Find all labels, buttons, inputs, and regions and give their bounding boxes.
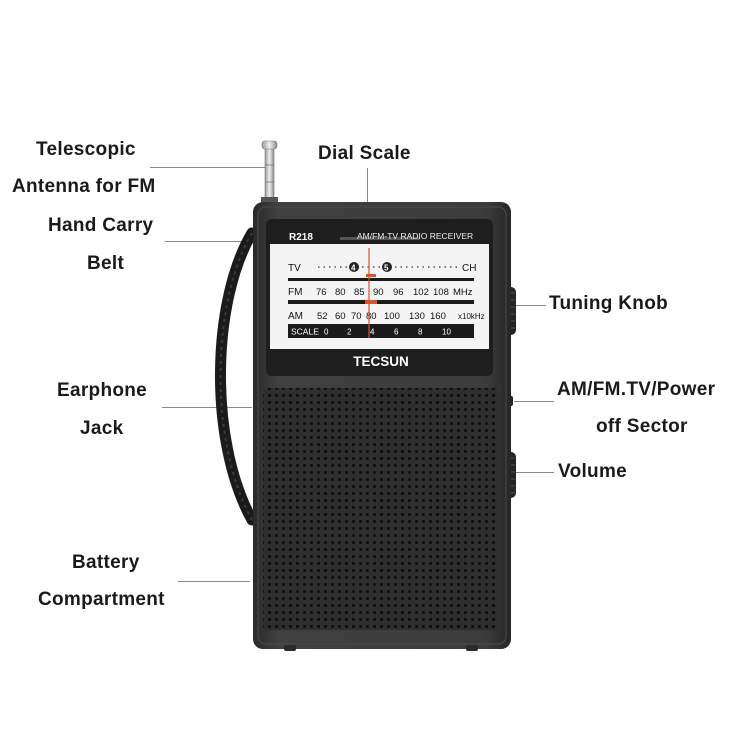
am-unit: x10kHz: [458, 312, 485, 321]
hand-carry-strap: [215, 227, 258, 526]
telescopic-antenna-leader: [150, 167, 265, 168]
am-tick-label: 60: [335, 311, 346, 322]
tv-band-label: TV: [288, 263, 301, 274]
am-tick-label: 130: [409, 311, 425, 322]
telescopic-antenna: [261, 140, 278, 205]
earphone-jack-leader: [162, 407, 252, 408]
telescopic-antenna-label-line1: Telescopic: [36, 139, 136, 160]
fm-tick-label: 76: [316, 287, 327, 298]
earphone-jack-label-line2: Jack: [80, 418, 124, 439]
earphone-jack-label-line1: Earphone: [57, 380, 148, 401]
am-tick-label: 100: [384, 311, 400, 322]
fm-tick-label: 80: [335, 287, 346, 298]
fm-tick-label: 90: [373, 287, 384, 298]
hand-carry-belt-label-line2: Belt: [87, 253, 125, 274]
am-tick-label: 70: [351, 311, 362, 322]
tuning-knob-leader: [514, 305, 546, 306]
am-tick-label: 52: [317, 311, 328, 322]
tv-channel-5: 5: [384, 264, 389, 273]
scale-tick-label: 2: [347, 328, 352, 337]
fm-tick-label: 85: [354, 287, 365, 298]
scale-tick-label: 4: [370, 328, 375, 337]
dial-scale-label: Dial Scale: [318, 143, 411, 164]
scale-label: SCALE: [291, 327, 319, 337]
volume-leader: [514, 472, 554, 473]
battery-compartment-label-line1: Battery: [72, 552, 140, 573]
scale-tick-label: 0: [324, 328, 329, 337]
hand-carry-belt-leader: [165, 241, 247, 242]
ch-label: CH: [462, 263, 476, 274]
hand-carry-belt-label-line1: Hand Carry: [48, 215, 154, 236]
am-tick-label: 160: [430, 311, 446, 322]
am-tick-label: 80: [366, 311, 377, 322]
volume-label: Volume: [558, 461, 628, 482]
fm-tick-label: 102: [413, 287, 429, 298]
scale-tick-label: 6: [394, 328, 399, 337]
speaker-grille: [263, 388, 498, 630]
model-label: R218: [289, 232, 313, 243]
receiver-header: AM/FM-TV RADIO RECEIVER: [357, 231, 473, 241]
fm-tick-label: 108: [433, 287, 449, 298]
band-switch-label-line2: off Sector: [596, 416, 688, 437]
fm-band-label: FM: [288, 287, 302, 298]
scale-tick-label: 10: [442, 328, 451, 337]
dial-window: [266, 219, 493, 376]
scale-tick-label: 8: [418, 328, 423, 337]
tuning-knob-label: Tuning Knob: [549, 293, 669, 314]
telescopic-antenna-label-line2: Antenna for FM: [12, 176, 156, 197]
battery-compartment-leader: [178, 581, 250, 582]
scale-tick-labels: 0 2 4 6 8 10: [324, 328, 451, 337]
tv-channel-4: 4: [351, 264, 356, 273]
band-switch-leader: [514, 401, 554, 402]
band-switch-label-line1: AM/FM.TV/Power: [557, 379, 716, 400]
am-tick-labels: 52 60 70 80 100 130 160: [317, 311, 446, 322]
brand-logo: TECSUN: [353, 354, 409, 369]
fm-unit: MHz: [453, 287, 473, 298]
battery-compartment-label-line2: Compartment: [38, 589, 165, 610]
fm-tick-label: 96: [393, 287, 404, 298]
fm-tick-labels: 76 80 85 90 96 102 108: [316, 287, 449, 298]
am-band-label: AM: [288, 311, 303, 322]
